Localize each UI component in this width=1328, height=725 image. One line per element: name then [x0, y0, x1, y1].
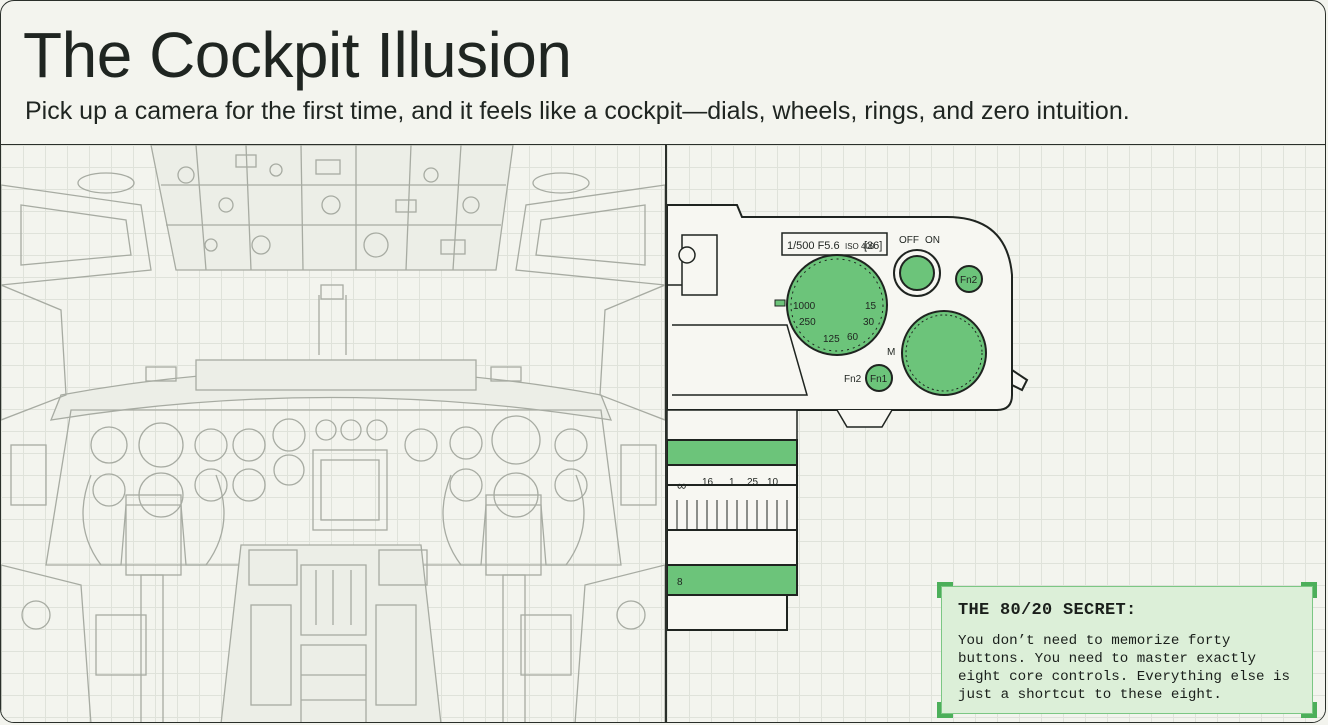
dial-250: 250: [799, 317, 816, 328]
dial-60: 60: [847, 332, 859, 343]
fn2-top-label: Fn2: [960, 275, 978, 286]
callout-corner: [937, 582, 953, 598]
dial-30: 30: [863, 317, 875, 328]
page-subtitle: Pick up a camera for the first time, and…: [25, 97, 1130, 125]
fn1-label: Fn1: [870, 374, 888, 385]
lens-10: 10: [767, 477, 779, 488]
cockpit-illustration-icon: [1, 145, 665, 722]
panel-divider: [665, 145, 667, 722]
lens-8: 8: [677, 577, 683, 588]
lens-infinity: ∞: [677, 478, 686, 493]
iso-text: ISO 400: [845, 242, 875, 251]
mode-m-label: M: [887, 347, 895, 358]
dial-15: 15: [865, 301, 877, 312]
header: The Cockpit Illusion Pick up a camera fo…: [1, 1, 1325, 145]
callout-body: You don’t need to memorize forty buttons…: [958, 633, 1291, 703]
callout-corner: [937, 702, 953, 718]
power-on-label: ON: [925, 235, 940, 246]
fn2-label: Fn2: [844, 374, 862, 385]
lens-1: 1: [729, 477, 735, 488]
lcd-text: 1/500 F5.6: [787, 240, 840, 252]
callout-title: THE 80/20 SECRET:: [958, 601, 1137, 620]
lens-16: 16: [702, 477, 714, 488]
secret-callout: THE 80/20 SECRET: You don’t need to memo…: [937, 582, 1317, 718]
page-title: The Cockpit Illusion: [23, 19, 572, 91]
cockpit-panel: [1, 145, 665, 722]
camera-illustration-icon: 1/500 F5.6 ISO 400 [36] OFF ON Fn2 1000 …: [667, 204, 1029, 631]
dial-125: 125: [823, 334, 840, 345]
lens-25: 25: [747, 477, 759, 488]
shots-remaining: [36]: [864, 240, 882, 252]
power-off-label: OFF: [899, 235, 919, 246]
callout-corner: [1301, 702, 1317, 718]
callout-corner: [1301, 582, 1317, 598]
dial-1000: 1000: [793, 301, 816, 312]
